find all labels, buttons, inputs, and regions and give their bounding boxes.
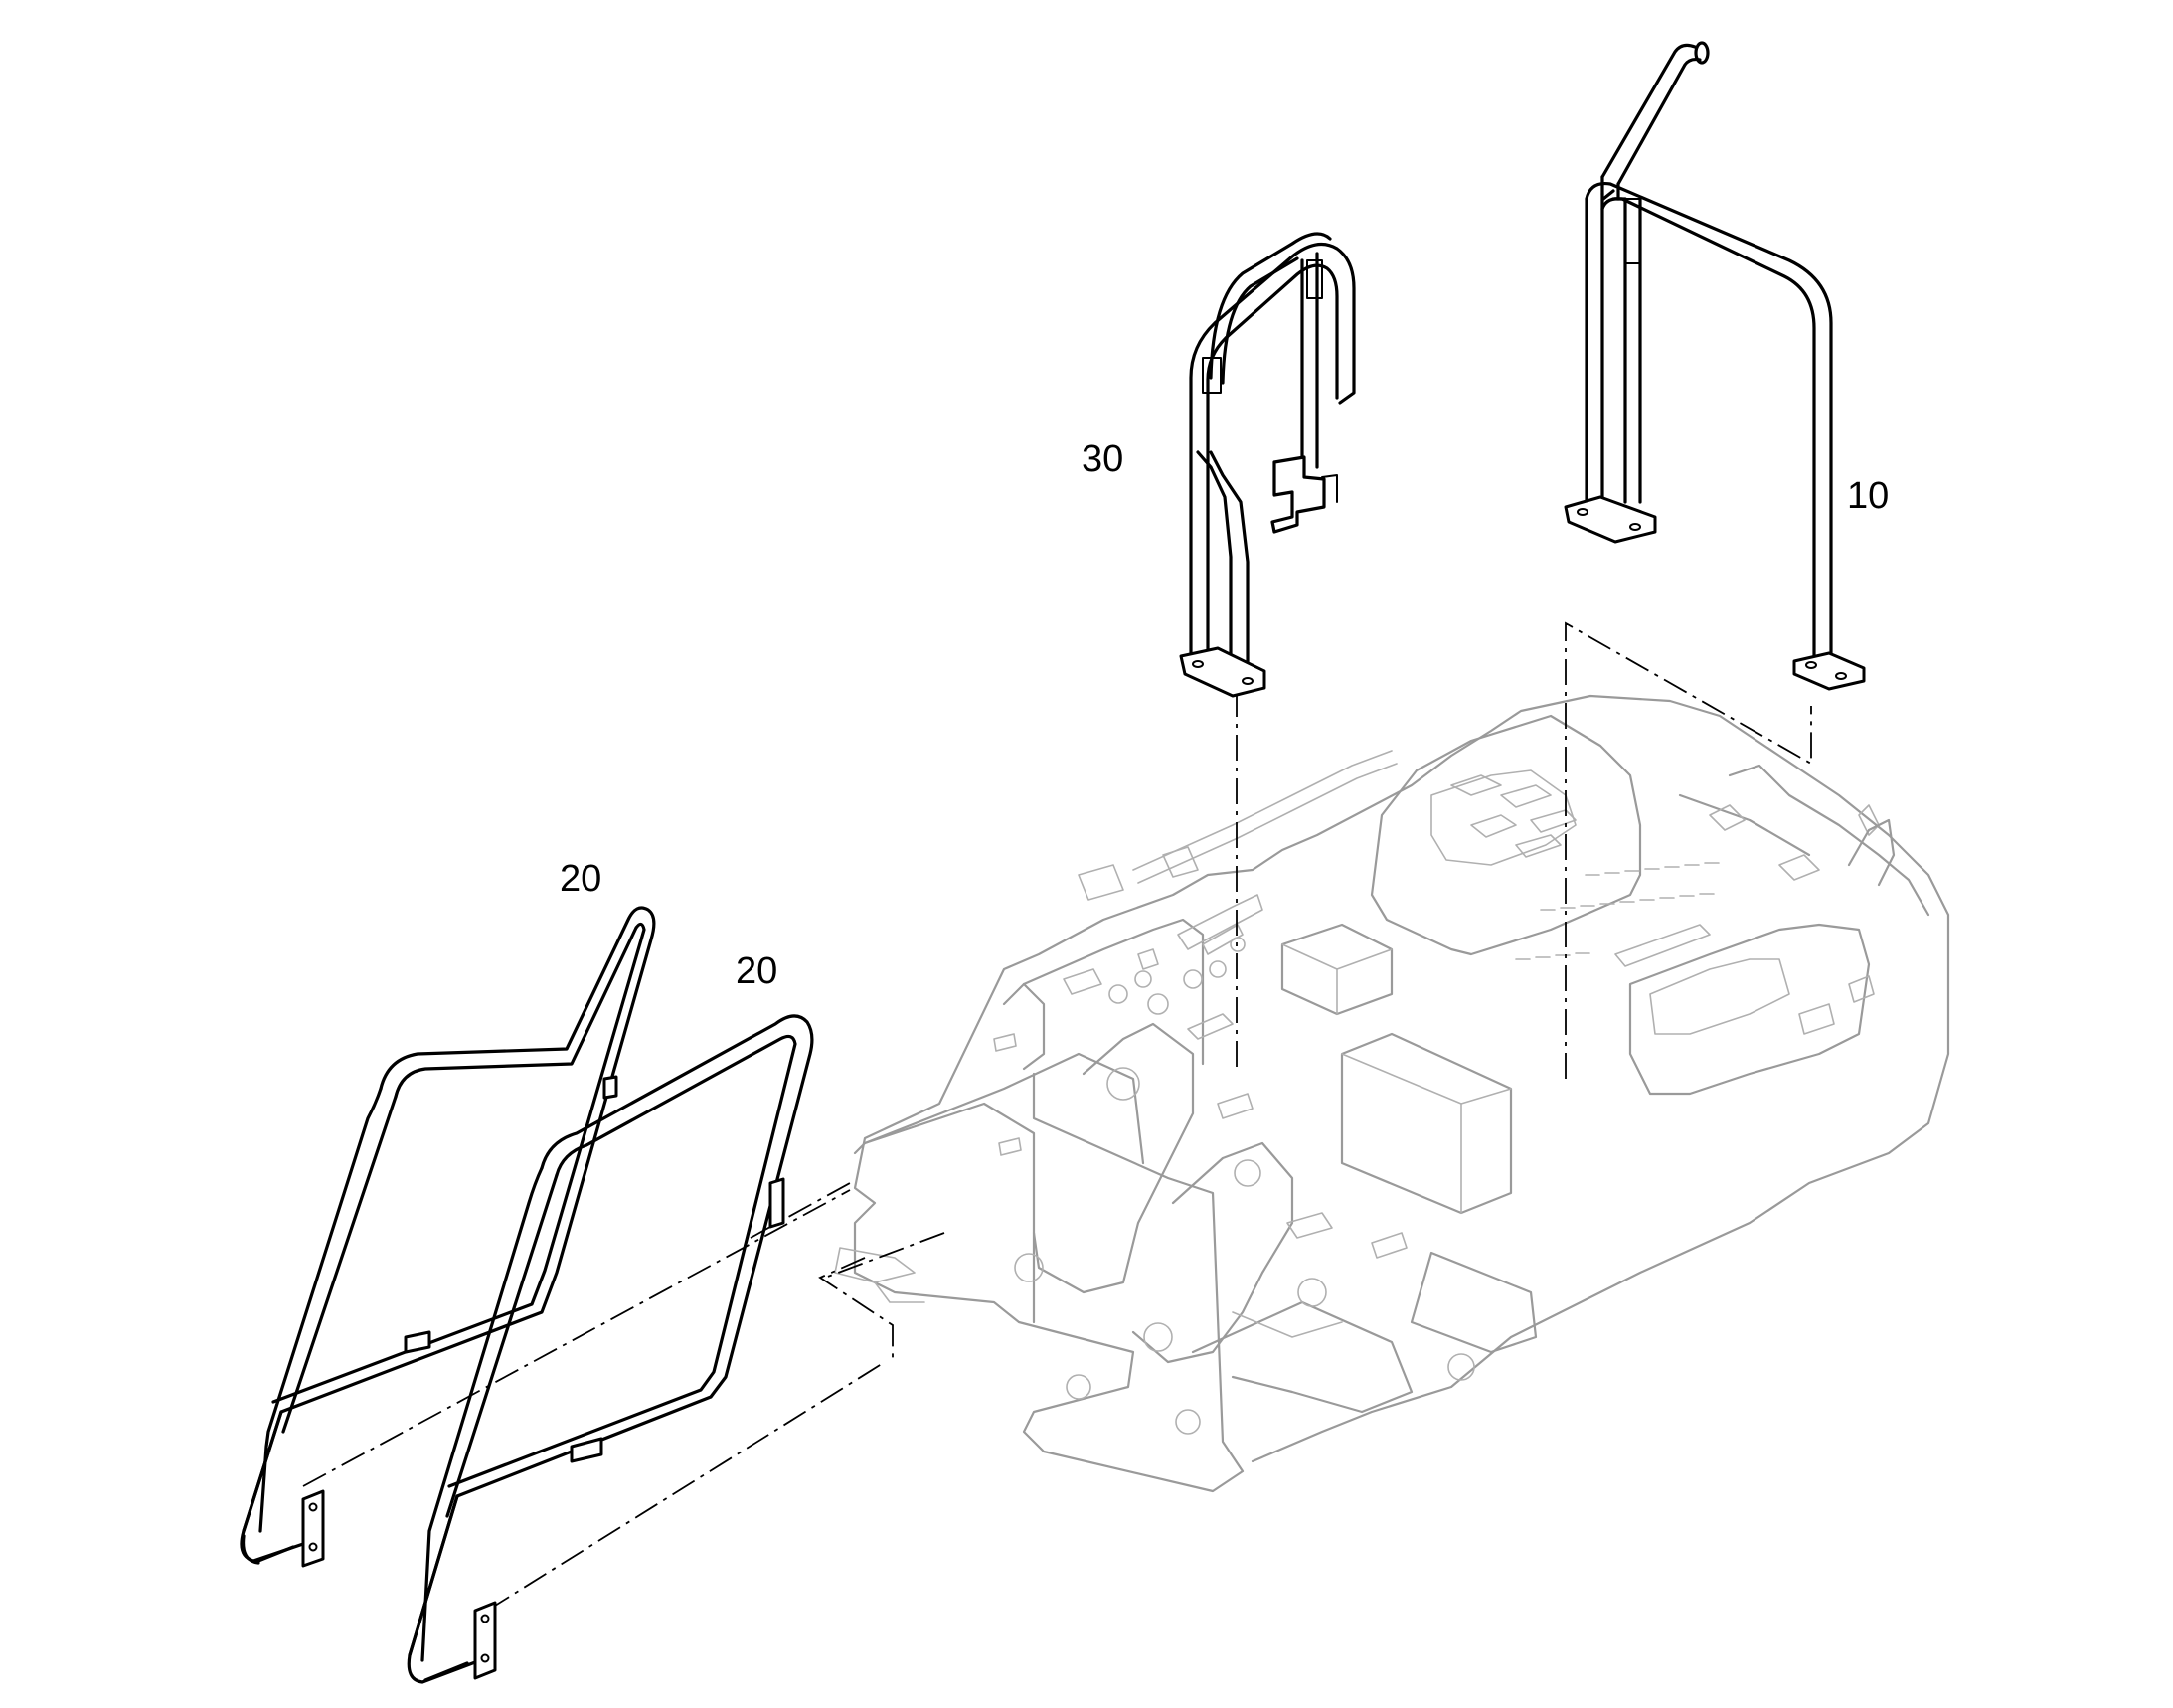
part-30-base-plate (1179, 646, 1266, 698)
callout-part-20-right: 20 (736, 950, 778, 992)
part-30-guard-rail (1179, 232, 1356, 698)
assembly-leader-lines (302, 621, 1812, 1612)
part-20-right-guard-frame (407, 1014, 814, 1684)
part-10-guard-rail (1564, 41, 1866, 691)
part-10-right-base-plate (1792, 651, 1866, 691)
part-20-left-guard-frame (240, 906, 656, 1568)
callout-part-10: 10 (1847, 475, 1890, 517)
leader-part-20-right-bottom (486, 1361, 886, 1612)
excavator-upper-frame (834, 694, 1950, 1493)
leader-part-10 (1565, 621, 1812, 1079)
part-20-right-mount-bracket (473, 1601, 497, 1680)
leader-part-20-left-bottom (302, 1189, 851, 1487)
leader-part-20-connector (824, 1232, 945, 1279)
part-10-left-base-plate (1564, 495, 1657, 544)
leader-part-20-left-top (750, 1182, 851, 1239)
leader-part-20-right-top (818, 1257, 894, 1358)
part-20-left-mount-bracket (301, 1489, 325, 1568)
callout-part-20-left: 20 (560, 858, 602, 900)
callout-part-30: 30 (1082, 438, 1124, 480)
